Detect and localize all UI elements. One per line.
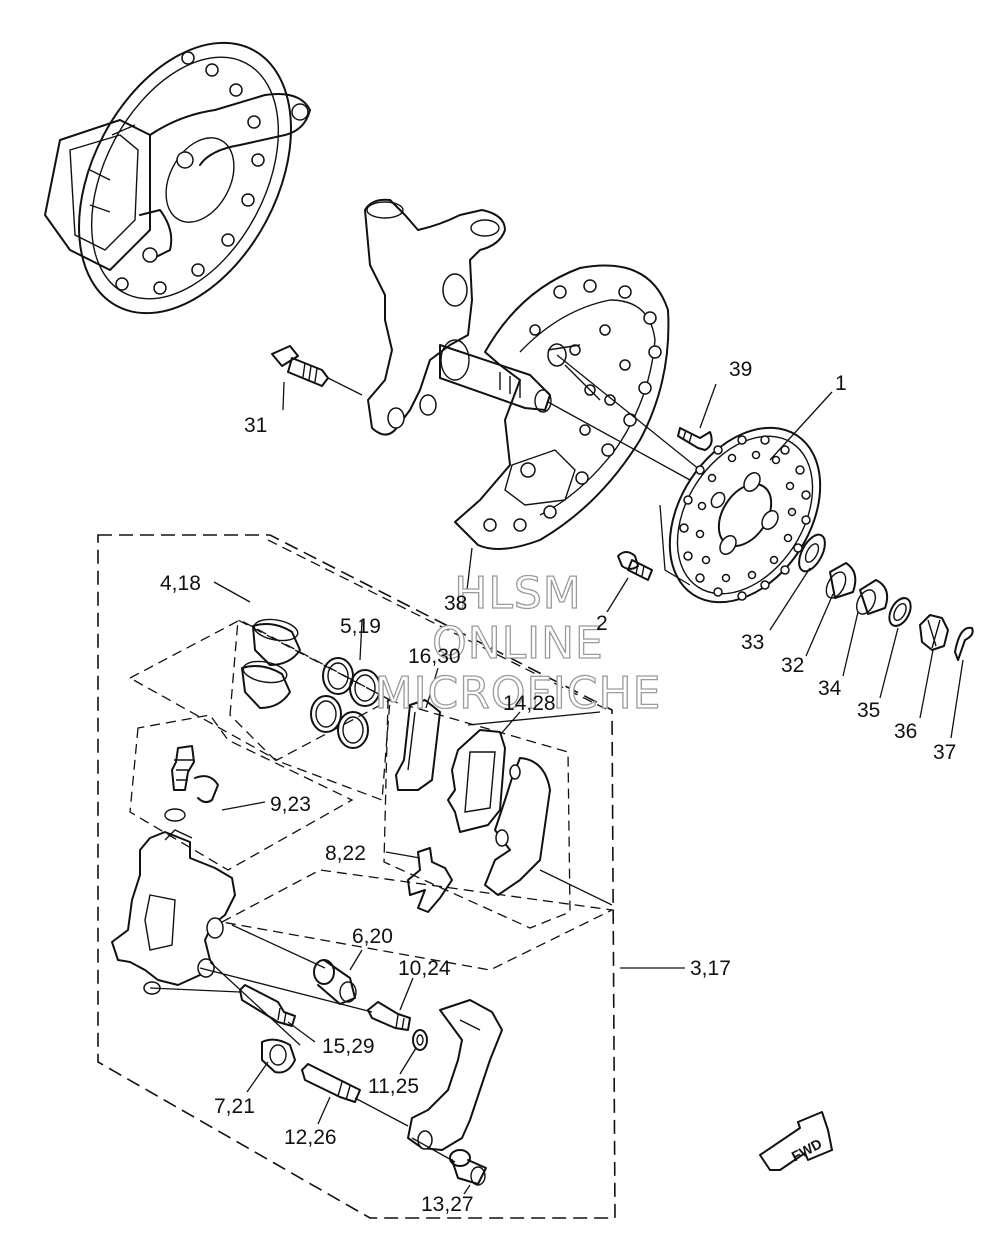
callout-31: 31 [244, 414, 267, 437]
pad-spring-8-22 [407, 847, 453, 913]
callout-leaders [213, 381, 964, 1195]
pin-6-20 [313, 959, 357, 1005]
slide-pin-box [220, 869, 615, 971]
pin-15-29 [239, 984, 296, 1027]
watermark-line1: HLSM [454, 568, 582, 619]
bolt-31 [271, 345, 329, 387]
watermark-line2: ONLINE [432, 618, 604, 669]
callout-32: 32 [781, 654, 804, 677]
callout-7-21: 7,21 [214, 1095, 255, 1118]
callout-10-24: 10,24 [398, 957, 451, 980]
callout-12-26: 12,26 [284, 1126, 337, 1149]
callout-39: 39 [729, 358, 752, 381]
callout-37: 37 [933, 741, 956, 764]
fwd-label: FWD [789, 1135, 825, 1164]
brake-pad-box [383, 699, 571, 929]
callout-11-25: 11,25 [368, 1075, 419, 1098]
watermark: HLSM ONLINE MICROFICHE [374, 567, 662, 719]
hub-parts [798, 533, 974, 661]
assembled-brake-view [44, 41, 311, 315]
axle-center-line [556, 354, 701, 471]
callout-8-22: 8,22 [325, 842, 366, 865]
boot-7-21 [261, 1038, 296, 1074]
forward-direction-arrow: FWD [759, 1111, 833, 1171]
callout-3-17: 3,17 [690, 957, 731, 980]
callout-34: 34 [818, 677, 842, 700]
screw-39 [677, 427, 713, 451]
bleeder-box [129, 714, 354, 871]
callout-1: 1 [835, 372, 847, 395]
bolt-12-26 [301, 1063, 361, 1103]
brake-disc-1 [659, 426, 822, 604]
pin-13-27 [449, 1149, 487, 1186]
washer-11-25 [412, 1029, 428, 1051]
piston-4-18 [241, 618, 301, 709]
callout-9-23: 9,23 [270, 793, 311, 816]
callout-16-30: 16,30 [408, 645, 461, 668]
brake-pad-14-28 [447, 729, 551, 896]
callout-36: 36 [894, 720, 917, 743]
axle-lower-line [547, 401, 691, 481]
callout-33: 33 [741, 631, 764, 654]
callout-15-29: 15,29 [322, 1035, 375, 1058]
bolt-2 [617, 551, 653, 581]
steering-knuckle [364, 198, 552, 436]
bleeder-9-23 [164, 745, 219, 822]
seal-5-19 [310, 657, 381, 749]
callout-35: 35 [857, 699, 880, 722]
pin-10-24 [367, 1001, 411, 1031]
callout-labels: 1 2 3,17 4,18 5,19 6,20 7,21 8,22 9,23 1… [160, 358, 956, 1216]
callout-38: 38 [444, 592, 467, 615]
callout-4-18: 4,18 [160, 572, 201, 595]
callout-5-19: 5,19 [340, 615, 381, 638]
callout-14-28: 14,28 [503, 692, 556, 715]
callout-13-27: 13,27 [421, 1193, 474, 1216]
callout-2: 2 [596, 612, 608, 635]
watermark-line3: MICROFICHE [375, 668, 662, 719]
bolt31-center-line [327, 377, 363, 396]
caliper-body [111, 829, 236, 995]
dust-cover-38 [454, 264, 670, 550]
callout-6-20: 6,20 [352, 925, 393, 948]
shim-16-30 [395, 699, 441, 791]
caliper-bracket [407, 999, 503, 1151]
caliper-assembly-box [97, 534, 616, 1219]
